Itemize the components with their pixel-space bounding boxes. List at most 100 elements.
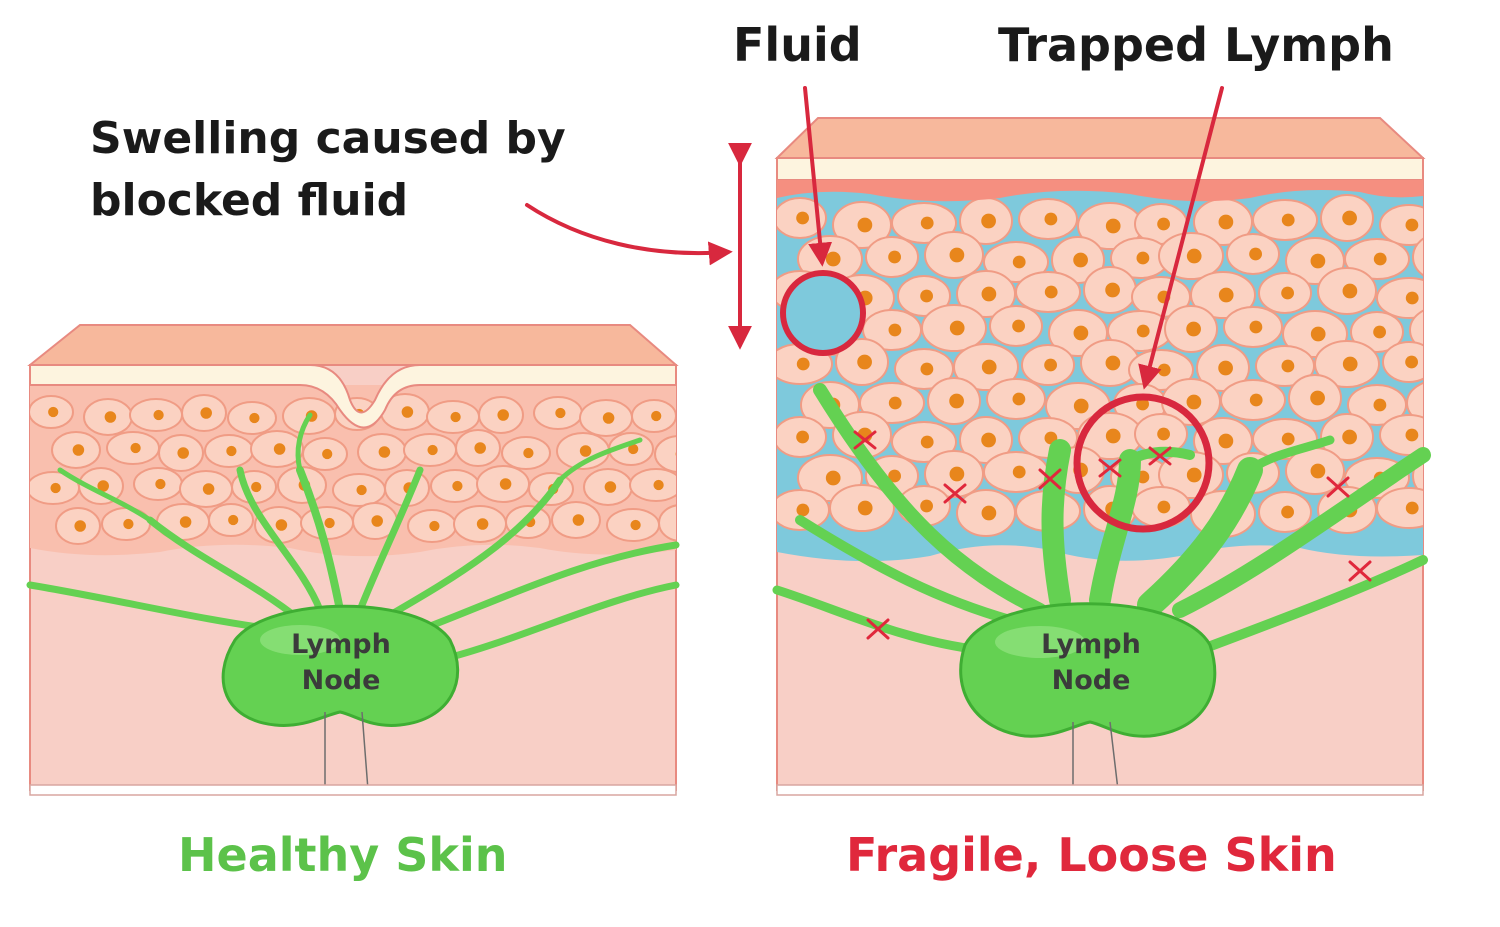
cell-nucleus (825, 470, 841, 486)
cell-nucleus (857, 354, 872, 370)
cell-nucleus (275, 519, 288, 531)
cell-nucleus (200, 407, 212, 419)
trapped-lymph-pointer-arrow (1138, 86, 1224, 390)
cell-nucleus (920, 435, 934, 449)
cell-nucleus (1073, 398, 1089, 414)
cell-nucleus (1186, 248, 1202, 264)
cell-nucleus (324, 517, 335, 529)
cell-nucleus (249, 412, 260, 424)
cell-nucleus (1434, 250, 1449, 265)
cell-nucleus (1405, 355, 1418, 369)
cell-nucleus (452, 480, 463, 492)
cell-nucleus (1136, 251, 1150, 265)
cell-nucleus (981, 213, 996, 229)
trapped-lymph-callout-circle (1073, 393, 1213, 533)
cell-nucleus (1310, 326, 1326, 342)
cell-nucleus (1281, 213, 1295, 227)
cell-nucleus (1105, 355, 1121, 371)
cell-nucleus (1405, 501, 1419, 515)
fluid-pointer-arrow (803, 86, 833, 267)
cell-nucleus (476, 518, 489, 530)
cell-nucleus (1310, 390, 1325, 406)
cell-nucleus (981, 505, 997, 521)
cell-nucleus (523, 447, 534, 459)
cell-nucleus (155, 478, 166, 490)
healthy-skin-panel (26, 324, 689, 796)
cell-nucleus (1281, 432, 1295, 446)
skin-cell (1382, 341, 1423, 383)
cell-nucleus (228, 514, 239, 526)
epidermis-layer-fragile (776, 157, 1424, 181)
cell-nucleus (123, 518, 134, 530)
cell-nucleus (179, 516, 192, 528)
cell-nucleus (273, 443, 286, 455)
cell-nucleus (920, 216, 934, 230)
cell-nucleus (1281, 505, 1294, 519)
lymph-node-label-fragile: Lymph Node (1041, 629, 1141, 696)
cell-nucleus (1044, 212, 1058, 226)
cell-nucleus (1073, 325, 1089, 341)
blocked-lymph-vessels (772, 383, 1431, 655)
cell-nucleus (572, 514, 585, 526)
skin-surface-top-fragile (774, 117, 1426, 159)
cell-nucleus (1342, 283, 1358, 299)
skin-surface-top (27, 324, 679, 366)
cell-nucleus (1105, 218, 1121, 234)
cell-nucleus (1405, 291, 1419, 305)
cell-nucleus (1373, 325, 1386, 339)
cell-nucleus (981, 286, 997, 302)
cell-nucleus (1342, 429, 1357, 445)
cell-nucleus (949, 466, 965, 482)
cell-nucleus (1281, 359, 1295, 373)
cell-nucleus (378, 446, 391, 458)
cell-nucleus (1435, 396, 1450, 411)
cell-nucleus (1157, 217, 1170, 231)
skin-cell (654, 435, 676, 473)
cell-nucleus (130, 442, 141, 454)
cell-nucleus (1012, 392, 1026, 406)
cell-nucleus (72, 444, 85, 456)
cell-nucleus (857, 217, 873, 233)
skin-base-strip (29, 784, 677, 796)
cell-nucleus (1218, 360, 1233, 376)
fluid-label: Fluid (733, 18, 862, 72)
fluid-callout-circle (780, 270, 866, 356)
cell-nucleus (50, 482, 61, 494)
caption-healthy-skin: Healthy Skin (178, 828, 508, 882)
skin-cell (1412, 237, 1423, 277)
cell-nucleus (1012, 465, 1026, 479)
caption-fragile-skin: Fragile, Loose Skin (846, 828, 1337, 882)
cell-nucleus (1218, 433, 1234, 449)
cell-nucleus (474, 442, 486, 454)
cell-nucleus (1186, 394, 1202, 410)
cell-nucleus (153, 409, 164, 421)
cell-nucleus (677, 517, 689, 529)
cell-nucleus (796, 357, 810, 371)
cell-nucleus (1249, 393, 1263, 407)
cell-nucleus (981, 432, 996, 448)
cell-nucleus (1405, 218, 1419, 232)
cell-nucleus (1044, 358, 1057, 372)
cell-nucleus (371, 515, 383, 527)
cell-nucleus (1136, 397, 1149, 411)
cell-nucleus (1373, 252, 1387, 266)
cell-nucleus (1157, 427, 1170, 441)
skin-base-strip-fragile (776, 784, 1424, 796)
cell-nucleus (48, 406, 59, 418)
cell-nucleus (604, 481, 617, 493)
skin-cell (1406, 382, 1423, 424)
cell-nucleus (630, 519, 641, 531)
cell-nucleus (499, 478, 512, 490)
cell-nucleus (675, 451, 676, 457)
cell-nucleus (825, 251, 841, 267)
swelling-line-2: blocked fluid (90, 175, 409, 226)
cell-nucleus (796, 430, 809, 444)
cell-nucleus (1281, 286, 1294, 300)
cell-nucleus (796, 211, 809, 225)
cell-nucleus (177, 447, 189, 459)
fragile-skin-panel (772, 117, 1450, 796)
trapped-lymph-label: Trapped Lymph (998, 18, 1394, 72)
cell-nucleus (1310, 463, 1326, 479)
skin-cell (1376, 487, 1423, 529)
